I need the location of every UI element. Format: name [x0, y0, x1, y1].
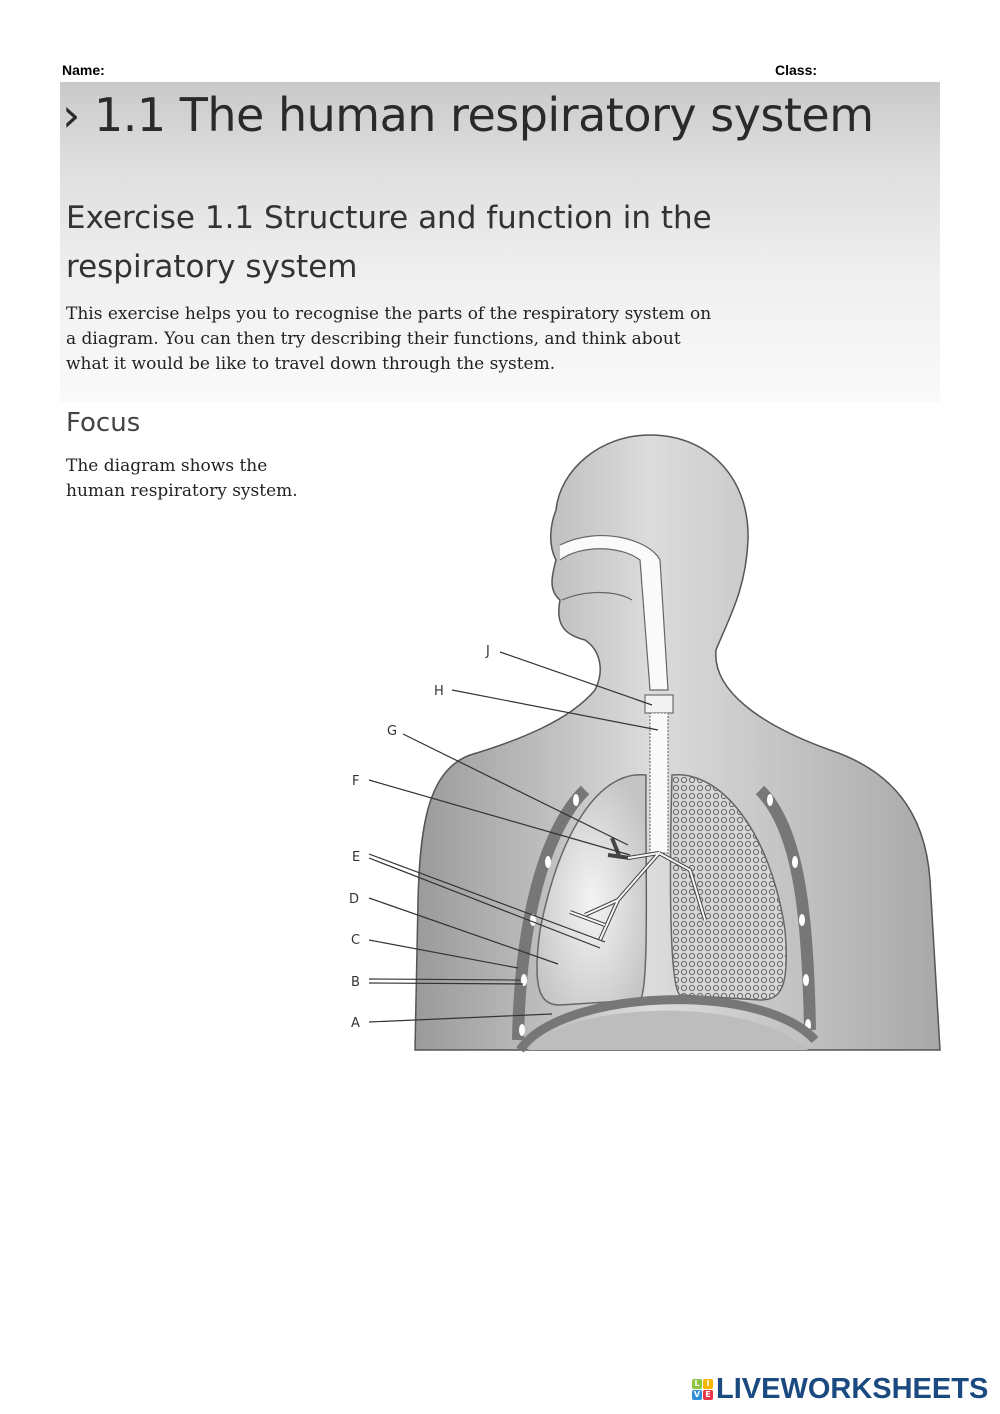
body-silhouette: [414, 434, 941, 1051]
leader-lines: [368, 651, 659, 1023]
label-e: E: [352, 850, 360, 865]
live-badge-icon: L I V E: [692, 1379, 713, 1400]
logo-text: LIVEWORKSHEETS: [716, 1373, 989, 1405]
lung-left: [536, 774, 648, 1006]
rib-muscles-right: [755, 785, 816, 1031]
label-h: H: [434, 684, 444, 699]
page-title: › 1.1 The human respiratory system: [62, 88, 874, 142]
intro-text: This exercise helps you to recognise the…: [66, 304, 712, 374]
focus-heading: Focus: [66, 408, 141, 438]
liveworksheets-logo: L I V E LIVEWORKSHEETS: [692, 1373, 988, 1406]
class-label: Class:: [775, 62, 818, 78]
label-f: F: [352, 774, 359, 789]
nasal-cavity: [559, 535, 669, 691]
name-label: Name:: [62, 62, 105, 78]
label-j: J: [485, 644, 490, 659]
trachea: [649, 712, 669, 854]
rib-muscles-left: [512, 785, 590, 1041]
label-g: G: [387, 724, 397, 739]
label-c: C: [351, 933, 360, 948]
lung-right: [669, 774, 787, 1001]
diaphragm: [516, 995, 819, 1053]
focus-text: The diagram shows the human respiratory …: [66, 456, 298, 501]
exercise-title: Exercise 1.1 Structure and function in t…: [66, 200, 712, 285]
header-band: [60, 82, 940, 402]
label-a: A: [351, 1016, 360, 1031]
label-b: B: [351, 975, 360, 990]
label-d: D: [349, 892, 359, 907]
